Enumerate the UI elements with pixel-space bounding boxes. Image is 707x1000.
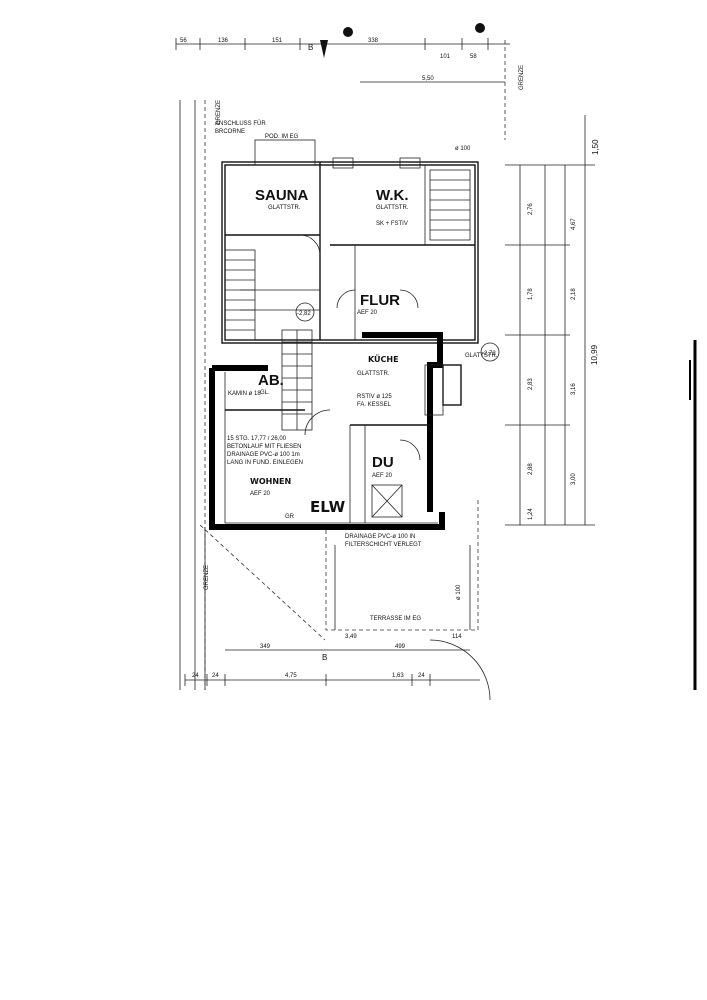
level-value-2: -2,72 xyxy=(482,351,496,357)
boundary-label-right: GRENZE xyxy=(519,65,525,90)
marker-dot xyxy=(343,27,353,37)
top-dimension-chain: 56 136 151 338 101 58 5,50 B xyxy=(175,23,510,83)
dim-total-height: 10,99 xyxy=(590,344,599,365)
scan-edge xyxy=(179,100,697,690)
pod-label-right: GLATTSTR. xyxy=(465,353,498,359)
room-sub-kueche: GLATTSTR. xyxy=(357,371,390,377)
note-beton: BETONLAUF MIT FLIESEN xyxy=(227,444,301,450)
dim-right-1: 2,76 xyxy=(528,203,534,215)
terrace-label: TERRASSE IM EG xyxy=(370,616,421,622)
note-drainage-1: DRAINAGE PVC-ø 100 1m xyxy=(227,452,300,458)
dim-bottom-mid-1: 349 xyxy=(260,644,271,650)
note-fa-kessel: FA. KESSEL xyxy=(357,402,392,408)
dim-top-total: 5,50 xyxy=(422,76,434,82)
dim-top-4: 338 xyxy=(368,38,379,44)
room-labels: SAUNA GLATTSTR. W.K. GLATTSTR. FLUR AEF … xyxy=(250,134,498,622)
pipe-note-top: ø 100 xyxy=(455,146,471,152)
dim-top-1: 56 xyxy=(180,38,187,44)
dim-bottom-mid-2: 499 xyxy=(395,644,406,650)
dim-bottom-3: 4,75 xyxy=(285,673,297,679)
pod-label: POD. IM EG xyxy=(265,134,299,140)
dim-inner-1: 4,67 xyxy=(571,218,577,230)
marker-dot xyxy=(475,23,485,33)
dim-right-4: 2,88 xyxy=(528,463,534,475)
dim-top-offset: 1,50 xyxy=(591,139,600,155)
dim-bottom-2: 24 xyxy=(212,673,219,679)
room-label-wk: W.K. xyxy=(376,187,409,204)
note-drainage-1b: LANG IN FUND. EINLEGEN xyxy=(227,460,303,466)
note-anschluss: ANSCHLUSS FÜR xyxy=(215,120,266,127)
room-label-sauna: SAUNA xyxy=(255,187,309,204)
unit-label-elw: ELW xyxy=(310,498,346,516)
dim-bottom-mid-3: 3,49 xyxy=(345,634,357,640)
dim-top-3: 151 xyxy=(272,38,283,44)
room-sub-sauna: GLATTSTR. xyxy=(268,205,301,211)
dim-top-6: 58 xyxy=(470,54,477,60)
building-outline xyxy=(221,139,479,344)
dim-inner-3: 3,16 xyxy=(571,383,577,395)
terrace xyxy=(204,500,491,701)
dim-bottom-1: 24 xyxy=(192,673,199,679)
staircase xyxy=(224,169,471,341)
dim-bottom-mid-4: 114 xyxy=(452,634,462,640)
room-sub-flur: AEF 20 xyxy=(357,310,378,316)
room-label-kueche: KÜCHE xyxy=(368,354,399,364)
boundary-label-left: GRENZE xyxy=(216,100,222,125)
room-sub-ab: GL. xyxy=(260,390,270,396)
dim-right-3: 2,83 xyxy=(528,378,534,390)
dim-bottom-4: 1,63 xyxy=(392,673,404,679)
room-label-flur: FLUR xyxy=(360,292,400,309)
dim-top-2: 136 xyxy=(218,38,229,44)
note-brcorne: BRCORNE xyxy=(215,129,245,135)
room-sub-wohnen: AEF 20 xyxy=(250,491,271,497)
room-sub-wk: GLATTSTR. xyxy=(376,205,409,211)
elw-stair xyxy=(281,329,313,431)
room-sub-du: AEF 20 xyxy=(372,473,393,479)
note-rstiv: RSTIV ø 125 xyxy=(357,394,392,400)
elw-walls xyxy=(209,332,462,530)
dim-right-5: 1,24 xyxy=(528,508,534,520)
level-value-1: -2,82 xyxy=(297,311,311,317)
boundary-label-bottom: GRENZE xyxy=(204,565,210,590)
room-label-du: DU xyxy=(372,454,394,471)
pipe-note-bottom: ø 100 xyxy=(456,584,462,600)
note-sk-fstiv: SK + FSTIV xyxy=(376,221,408,227)
level-marker-1 xyxy=(295,302,315,322)
section-marker-bottom: B xyxy=(322,653,327,662)
annotations: 15 STG. 17,77 / 26,00 BETONLAUF MIT FLIE… xyxy=(215,120,500,600)
dim-inner-4: 3,00 xyxy=(571,473,577,485)
dim-top-5: 101 xyxy=(440,54,451,60)
section-marker-top: B xyxy=(308,43,313,52)
note-drainage-2b: FILTERSCHICHT VERLEGT xyxy=(345,542,422,548)
right-dimension-chain: 2,76 1,78 2,83 2,88 1,24 4,67 2,18 3,16 … xyxy=(505,115,600,526)
bottom-dimension-chain: 24 24 4,75 1,63 24 349 499 3,49 114 B xyxy=(184,634,480,686)
room-label-ab: AB. xyxy=(258,372,284,389)
dim-bottom-5: 24 xyxy=(418,673,425,679)
note-kamin: KAMIN ø 18 xyxy=(228,391,261,397)
dim-inner-2: 2,18 xyxy=(571,288,577,300)
note-drainage-2: DRAINAGE PVC-ø 100 IN xyxy=(345,534,415,540)
dim-right-2: 1,78 xyxy=(528,288,534,300)
room-label-wohnen: WOHNEN xyxy=(250,477,291,486)
note-stg: 15 STG. 17,77 / 26,00 xyxy=(227,436,287,442)
door-swings xyxy=(299,234,421,461)
level-marker-2 xyxy=(480,342,500,362)
gr-label: GR xyxy=(285,514,295,520)
